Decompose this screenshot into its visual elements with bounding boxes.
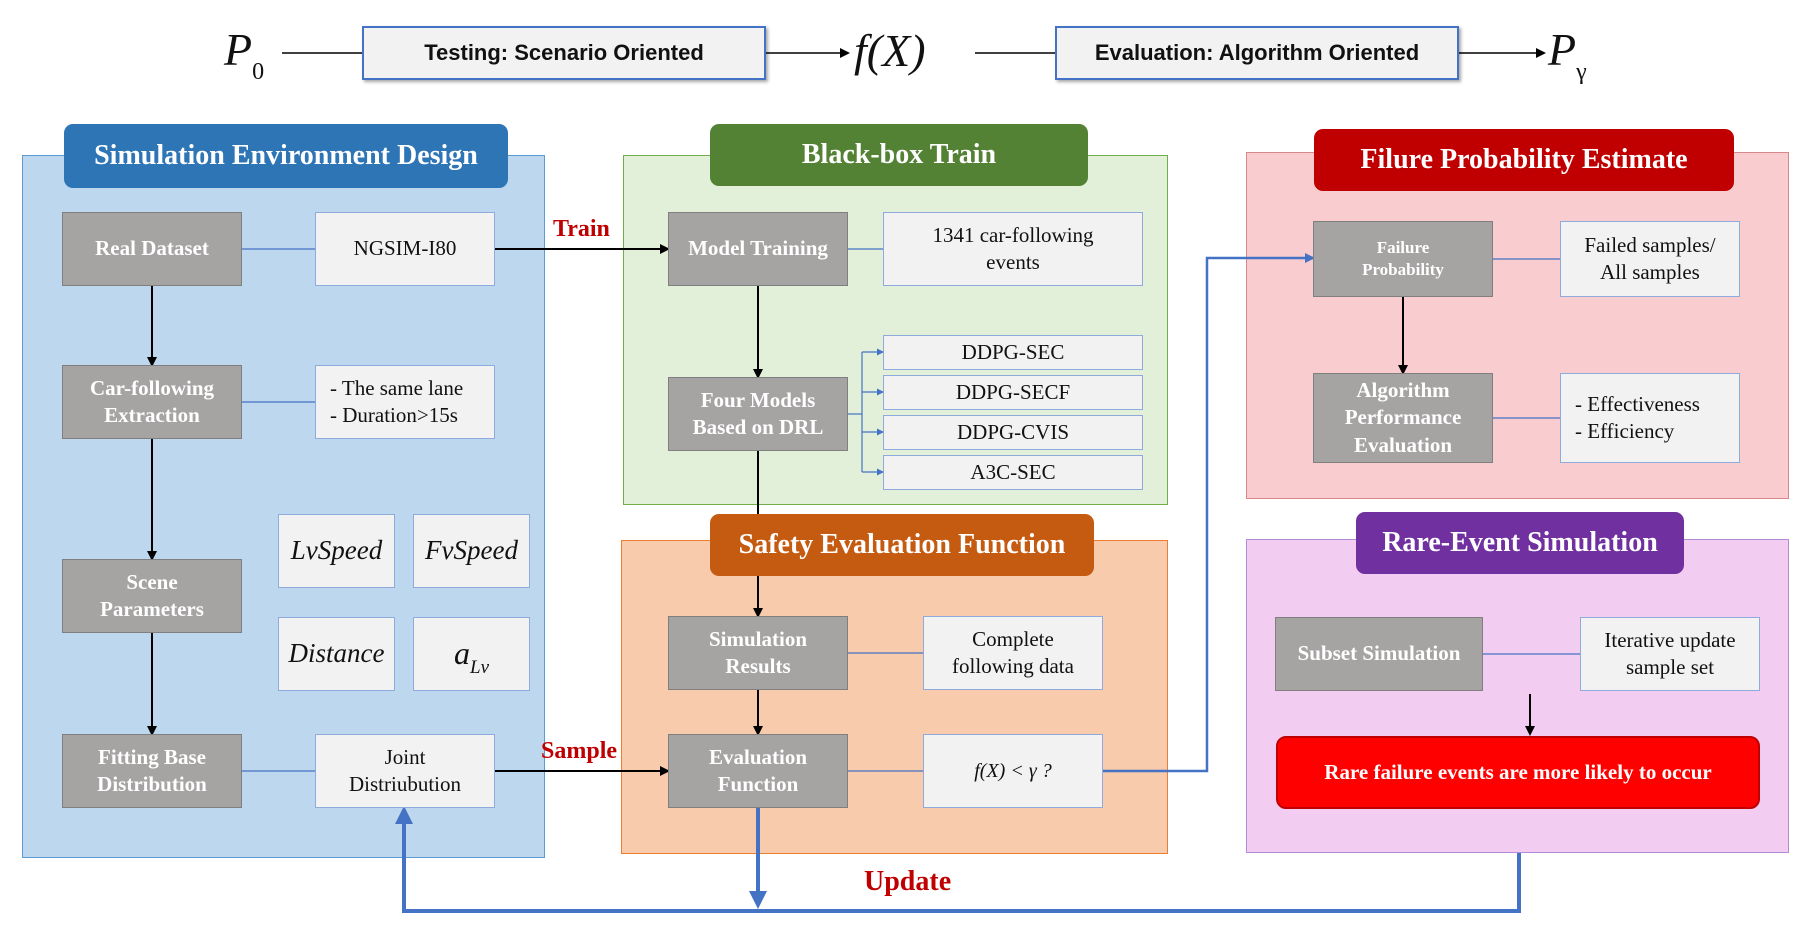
- complete-data-box: Complete following data: [923, 616, 1103, 690]
- car-following-label: Car-following Extraction: [89, 375, 215, 427]
- ratio-box: Failed samples/ All samples: [1560, 221, 1740, 297]
- complete-data-label: Complete following data: [952, 626, 1074, 678]
- four-models-box: Four Models Based on DRL: [668, 377, 848, 451]
- scene-params-box: Scene Parameters: [62, 559, 242, 633]
- lvspeed-label: LvSpeed: [290, 535, 383, 566]
- failure-prob-box: Failure Probability: [1313, 221, 1493, 297]
- real-dataset-box: Real Dataset: [62, 212, 242, 286]
- train-label: Train: [553, 216, 610, 242]
- sim-env-title: Simulation Environment Design: [94, 140, 478, 171]
- blackbox-header: Black-box Train: [710, 124, 1088, 186]
- algo-eval-label: Algorithm Performance Evaluation: [1344, 378, 1462, 457]
- blackbox-panel: [623, 155, 1168, 505]
- fitting-label: Fitting Base Distribution: [97, 744, 207, 796]
- real-dataset-label: Real Dataset: [95, 236, 209, 261]
- model-ddpg-cvis: DDPG-CVIS: [883, 415, 1143, 450]
- testing-label: Testing: Scenario Oriented: [424, 40, 704, 65]
- joint-label: Joint Distriubution: [348, 744, 461, 796]
- model-ddpg-cvis-label: DDPG-CVIS: [956, 419, 1069, 444]
- model-ddpg-sec-label: DDPG-SEC: [961, 339, 1065, 364]
- same-lane-label: - The same lane - Duration>15s: [330, 375, 464, 427]
- fx-text: f(X): [854, 25, 926, 76]
- events-box: 1341 car-following events: [883, 212, 1143, 286]
- safety-title: Safety Evaluation Function: [738, 529, 1066, 560]
- model-ddpg-sec: DDPG-SEC: [883, 335, 1143, 370]
- failure-header: Filure Probability Estimate: [1314, 129, 1734, 191]
- pgamma-subscript: γ: [1576, 59, 1587, 85]
- eval-function-box: Evaluation Function: [668, 734, 848, 808]
- sim-env-header: Simulation Environment Design: [64, 124, 508, 188]
- testing-box: Testing: Scenario Oriented: [362, 26, 766, 80]
- condition-box: f(X) < γ ?: [923, 734, 1103, 808]
- iterative-box: Iterative update sample set: [1580, 617, 1760, 691]
- rare-event-title: Rare-Event Simulation: [1382, 527, 1658, 558]
- model-ddpg-secf: DDPG-SECF: [883, 375, 1143, 410]
- pgamma-symbol: Pγ: [1548, 24, 1587, 85]
- scene-params-label: Scene Parameters: [100, 569, 204, 621]
- iterative-label: Iterative update sample set: [1604, 627, 1736, 679]
- update-label: Update: [864, 866, 952, 897]
- pgamma-letter: P: [1548, 24, 1577, 75]
- model-a3c-sec-label: A3C-SEC: [970, 459, 1056, 484]
- fvspeed-label: FvSpeed: [425, 535, 518, 566]
- model-a3c-sec: A3C-SEC: [883, 455, 1143, 490]
- failure-prob-label: Failure Probability: [1362, 237, 1444, 279]
- sample-label: Sample: [541, 738, 618, 764]
- events-label: 1341 car-following events: [932, 222, 1094, 274]
- rare-likely-box: Rare failure events are more likely to o…: [1276, 736, 1760, 809]
- sim-results-label: Simulation Results: [708, 626, 808, 678]
- fvspeed-box: FvSpeed: [413, 514, 530, 588]
- alv-subscript: Lv: [470, 657, 489, 679]
- p0-letter: P: [224, 24, 253, 75]
- ratio-label: Failed samples/ All samples: [1584, 232, 1716, 284]
- distance-label: Distance: [288, 638, 385, 669]
- joint-box: Joint Distriubution: [315, 734, 495, 808]
- fitting-box: Fitting Base Distribution: [62, 734, 242, 808]
- car-following-box: Car-following Extraction: [62, 365, 242, 439]
- distance-box: Distance: [278, 617, 395, 691]
- p0-symbol: P0: [224, 24, 264, 85]
- p0-subscript: 0: [252, 59, 265, 85]
- model-training-box: Model Training: [668, 212, 848, 286]
- lvspeed-box: LvSpeed: [278, 514, 395, 588]
- metrics-label: - Effectiveness - Efficiency: [1575, 391, 1700, 443]
- alv-letter: a: [454, 635, 470, 672]
- algo-eval-box: Algorithm Performance Evaluation: [1313, 373, 1493, 463]
- alv-box: aLv: [413, 617, 530, 691]
- evaluation-box: Evaluation: Algorithm Oriented: [1055, 26, 1459, 80]
- eval-function-label: Evaluation Function: [708, 744, 808, 796]
- subset-sim-label: Subset Simulation: [1297, 641, 1461, 666]
- four-models-label: Four Models Based on DRL: [692, 387, 824, 439]
- safety-header: Safety Evaluation Function: [710, 514, 1094, 576]
- condition-label: f(X) < γ ?: [974, 760, 1052, 782]
- model-ddpg-secf-label: DDPG-SECF: [955, 379, 1071, 404]
- rare-event-header: Rare-Event Simulation: [1356, 512, 1684, 574]
- failure-title: Filure Probability Estimate: [1360, 144, 1688, 175]
- alv-symbol: aLv: [454, 633, 489, 679]
- metrics-box: - Effectiveness - Efficiency: [1560, 373, 1740, 463]
- ngsim-box: NGSIM-I80: [315, 212, 495, 286]
- model-training-label: Model Training: [688, 236, 828, 261]
- blackbox-title: Black-box Train: [801, 139, 997, 170]
- fx-symbol: f(X): [854, 28, 926, 74]
- rare-likely-label: Rare failure events are more likely to o…: [1324, 760, 1712, 784]
- same-lane-box: - The same lane - Duration>15s: [315, 365, 495, 439]
- ngsim-label: NGSIM-I80: [353, 236, 457, 261]
- subset-sim-box: Subset Simulation: [1275, 617, 1483, 691]
- evaluation-label: Evaluation: Algorithm Oriented: [1094, 40, 1420, 65]
- sim-results-box: Simulation Results: [668, 616, 848, 690]
